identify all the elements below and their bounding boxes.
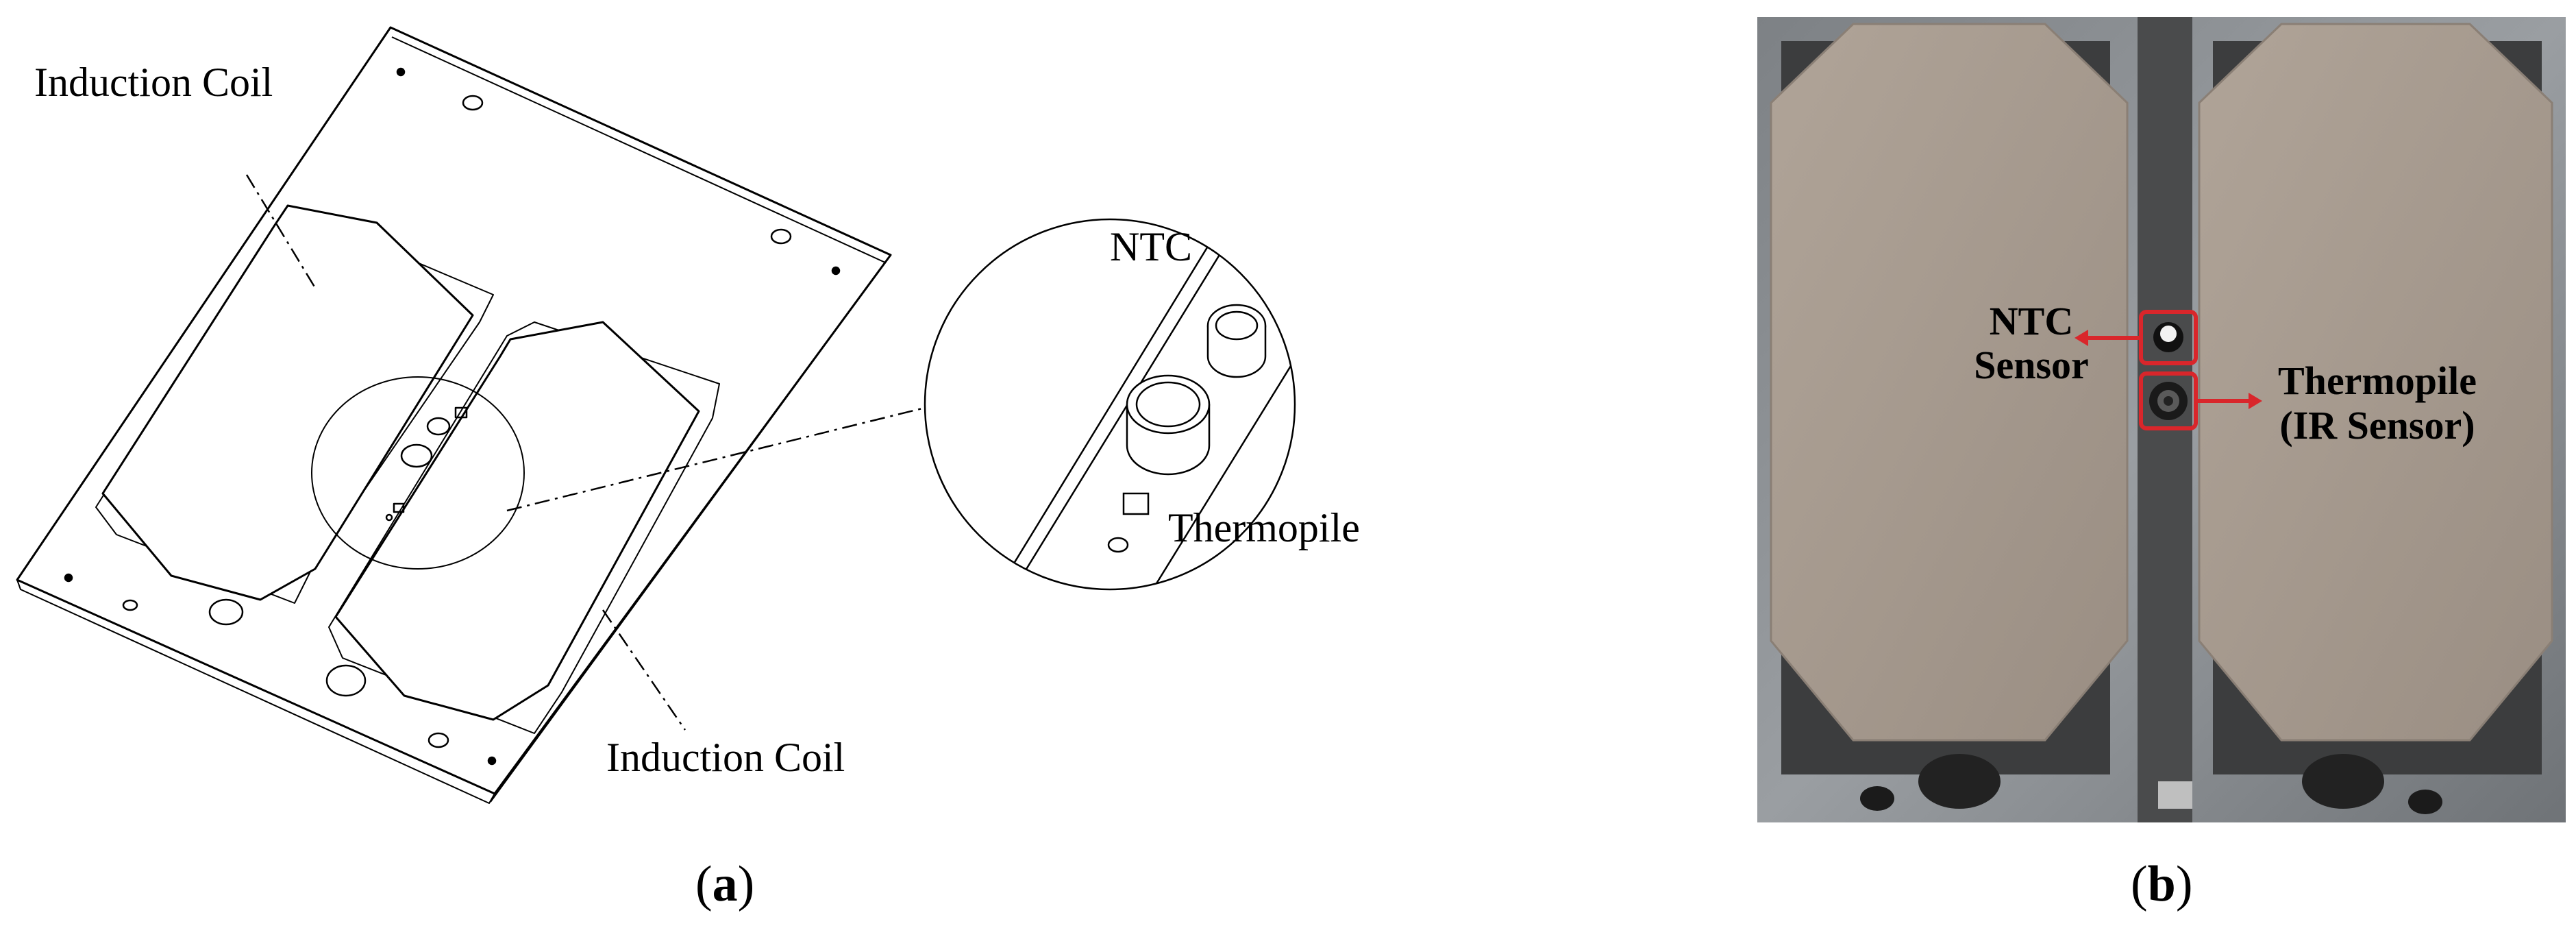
ntc-sensor <box>2139 310 2198 365</box>
label-thermopile-2: (IR Sensor) <box>2279 403 2475 448</box>
leader-coil-top <box>245 174 317 289</box>
ntc-sensor-detail <box>1206 304 1267 378</box>
label-ntc-sensor-2: Sensor <box>1974 343 2089 387</box>
caption-a-open: ( <box>695 856 713 912</box>
label-thermopile: Thermopile <box>1168 505 1360 550</box>
sensor-photo: NTC Sensor Thermopile (IR Sensor) <box>1757 17 2566 822</box>
panel-b-photograph: NTC Sensor Thermopile (IR Sensor) (b) <box>1740 0 2576 928</box>
label-induction-coil-bottom: Induction Coil <box>606 735 845 780</box>
caption-b-close: ) <box>2175 856 2193 912</box>
sensor-strip <box>385 406 468 522</box>
leader-coil-bottom <box>602 609 686 731</box>
cables <box>1860 754 2442 814</box>
induction-coil-pad-right <box>2198 23 2553 742</box>
caption-a-letter: a <box>712 856 738 912</box>
induction-coil-2 <box>334 321 700 721</box>
mount-holes <box>64 67 841 766</box>
label-ntc-sensor-1: NTC <box>1990 299 2073 343</box>
thermopile-detail <box>1126 374 1211 476</box>
panel-a-cad-drawing: Induction Coil Induction Coil NTC Thermo… <box>16 26 1360 914</box>
label-ntc: NTC <box>1110 224 1192 269</box>
induction-coil-1 <box>101 204 474 601</box>
detail-magnifier <box>924 218 1296 591</box>
caption-a-close: ) <box>737 856 755 912</box>
zoom-region <box>311 376 525 570</box>
label-induction-coil-top: Induction Coil <box>34 60 273 105</box>
cad-drawing: Induction Coil Induction Coil NTC Thermo… <box>16 26 1360 804</box>
thermopile-sensor <box>2139 371 2198 430</box>
label-thermopile-1: Thermopile <box>2278 358 2477 403</box>
induction-coil-pad-left <box>1770 23 2129 742</box>
caption-b-open: ( <box>2131 856 2148 912</box>
leader-zoom <box>506 406 926 512</box>
caption-b: (b) <box>2131 855 2192 914</box>
caption-a: (a) <box>695 855 754 914</box>
base-plate-edge <box>391 36 886 803</box>
caption-b-letter: b <box>2147 856 2176 912</box>
